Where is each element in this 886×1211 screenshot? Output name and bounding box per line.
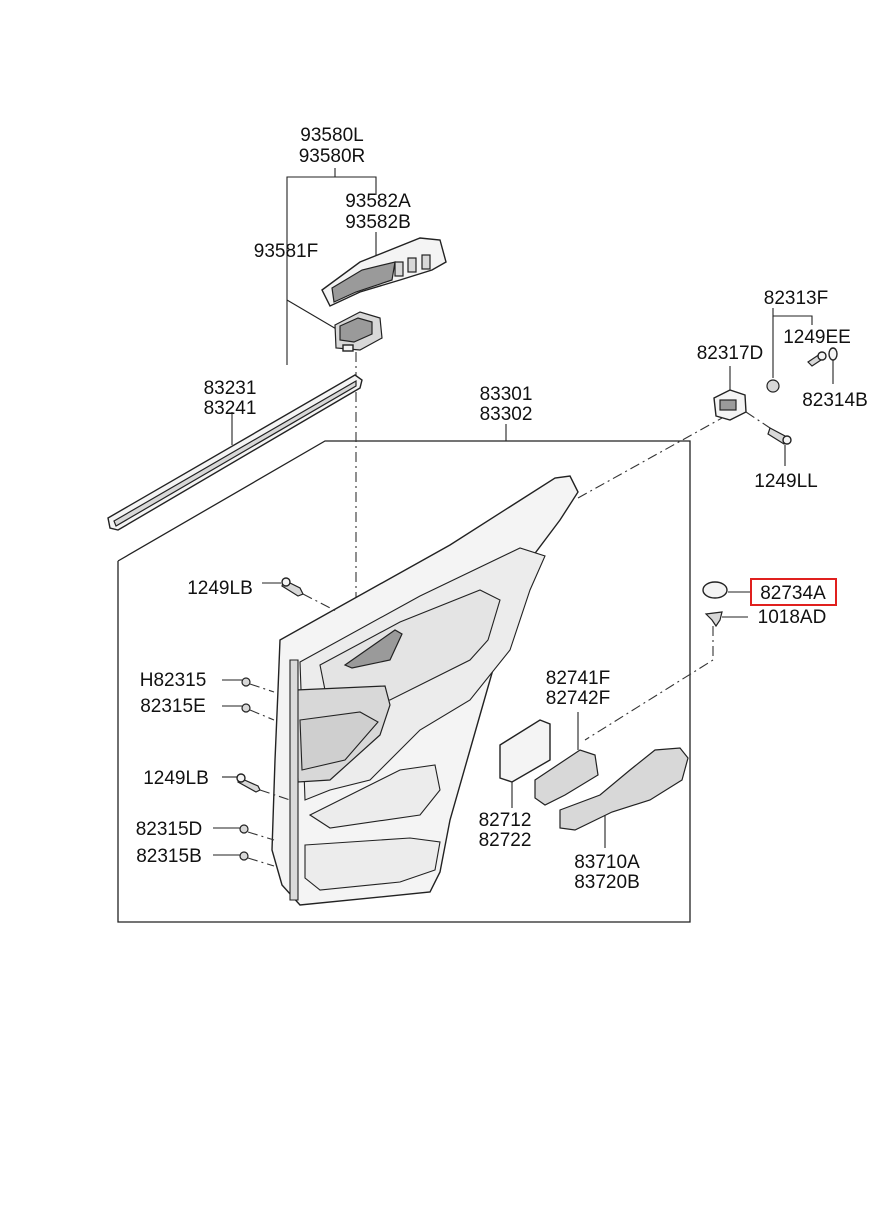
handle-parts — [499, 712, 689, 848]
label-82317D: 82317D — [697, 343, 764, 364]
label-93582A: 93582A — [345, 191, 411, 212]
label-82722: 82722 — [479, 830, 532, 851]
label-82734A: 82734A — [760, 583, 826, 604]
label-93582B: 93582B — [345, 212, 411, 233]
highlight-box-82734A — [750, 578, 837, 606]
label-93580L: 93580L — [300, 125, 363, 146]
assembly-frame — [117, 440, 691, 923]
label-82313F: 82313F — [764, 288, 828, 309]
label-1249LB-lower: 1249LB — [143, 768, 209, 789]
label-83301: 83301 — [480, 384, 533, 405]
label-82741F: 82741F — [546, 668, 610, 689]
label-82742F: 82742F — [546, 688, 610, 709]
label-1249LB-upper: 1249LB — [187, 578, 253, 599]
label-83720B: 83720B — [574, 872, 640, 893]
cap-and-clip — [584, 581, 750, 741]
label-93581F: 93581F — [254, 241, 318, 262]
label-82712: 82712 — [479, 810, 532, 831]
door-trim-panel-shape — [271, 475, 579, 906]
label-82314B: 82314B — [802, 390, 868, 411]
label-82315B: 82315B — [136, 846, 202, 867]
panel-to-bracket-line — [577, 417, 723, 499]
fasteners-left — [213, 577, 339, 867]
label-H82315: H82315 — [140, 670, 207, 691]
window-switch-shape — [334, 311, 383, 352]
label-93580R: 93580R — [299, 146, 366, 167]
window-switch-assembly — [286, 168, 447, 365]
label-83710A: 83710A — [574, 852, 640, 873]
weatherstrip-shape — [107, 374, 363, 531]
bracket-assembly — [713, 308, 838, 466]
label-82315E: 82315E — [140, 696, 206, 717]
label-1018AD: 1018AD — [758, 607, 827, 628]
label-1249LL: 1249LL — [754, 471, 817, 492]
label-82315D: 82315D — [136, 819, 203, 840]
label-1249EE: 1249EE — [783, 327, 851, 348]
label-83302: 83302 — [480, 404, 533, 425]
switch-bezel-shape — [321, 237, 447, 307]
label-83241: 83241 — [204, 398, 257, 419]
label-83231: 83231 — [204, 378, 257, 399]
